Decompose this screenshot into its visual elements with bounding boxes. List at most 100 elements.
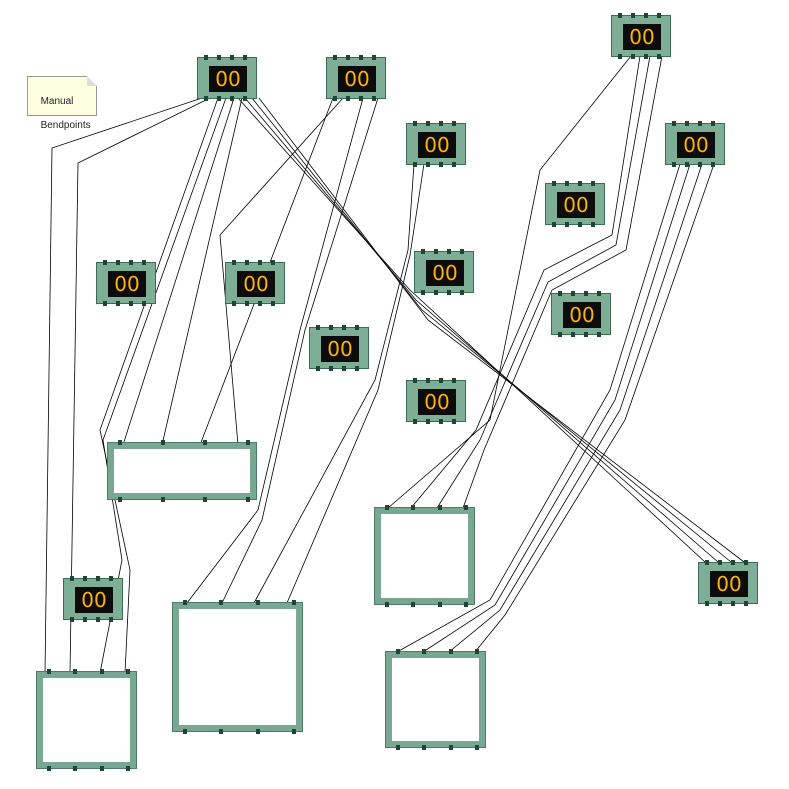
pin-bottom[interactable]: [329, 366, 333, 371]
pin-top[interactable]: [460, 249, 464, 254]
pin-top[interactable]: [452, 121, 456, 126]
pin-bottom[interactable]: [705, 601, 709, 606]
pin-top[interactable]: [685, 121, 689, 126]
pin-top[interactable]: [359, 55, 363, 60]
box-left-middle[interactable]: [107, 440, 257, 502]
pin-bottom[interactable]: [452, 162, 456, 167]
pin-bottom[interactable]: [372, 96, 376, 101]
wire-15[interactable]: [286, 163, 425, 604]
pin-top[interactable]: [439, 378, 443, 383]
pin-bottom[interactable]: [685, 162, 689, 167]
pin-bottom[interactable]: [657, 54, 661, 59]
pin-top[interactable]: [631, 13, 635, 18]
box-pin-top[interactable]: [246, 440, 250, 445]
box-pin-bottom[interactable]: [160, 497, 165, 502]
pin-bottom[interactable]: [439, 162, 443, 167]
chip-middle-right[interactable]: 00: [545, 181, 605, 227]
pin-bottom[interactable]: [631, 54, 635, 59]
pin-top[interactable]: [217, 55, 221, 60]
pin-top[interactable]: [372, 55, 376, 60]
pin-top[interactable]: [109, 576, 113, 581]
wire-6[interactable]: [237, 97, 706, 563]
pin-bottom[interactable]: [597, 332, 601, 337]
box-pin-bottom[interactable]: [219, 729, 224, 734]
pin-top[interactable]: [96, 576, 100, 581]
wire-13[interactable]: [221, 97, 379, 604]
pin-bottom[interactable]: [230, 96, 234, 101]
pin-top[interactable]: [558, 291, 562, 296]
pin-bottom[interactable]: [460, 290, 464, 295]
pin-top[interactable]: [271, 260, 275, 265]
pin-top[interactable]: [316, 325, 320, 330]
box-pin-bottom[interactable]: [292, 729, 296, 734]
pin-bottom[interactable]: [96, 617, 100, 622]
box-pin-bottom[interactable]: [99, 766, 104, 771]
wire-21[interactable]: [422, 163, 691, 653]
pin-top[interactable]: [103, 260, 107, 265]
box-pin-bottom[interactable]: [118, 497, 122, 502]
box-pin-bottom[interactable]: [73, 766, 78, 771]
pin-bottom[interactable]: [578, 222, 582, 227]
pin-bottom[interactable]: [698, 162, 702, 167]
pin-bottom[interactable]: [83, 617, 87, 622]
pin-top[interactable]: [342, 325, 346, 330]
wire-2[interactable]: [99, 97, 219, 674]
pin-bottom[interactable]: [258, 301, 262, 306]
wire-16[interactable]: [387, 55, 632, 509]
pin-top[interactable]: [571, 291, 575, 296]
pin-bottom[interactable]: [346, 96, 350, 101]
pin-top[interactable]: [204, 55, 208, 60]
pin-bottom[interactable]: [426, 162, 430, 167]
box-pin-top[interactable]: [99, 669, 104, 674]
pin-top[interactable]: [618, 13, 622, 18]
pin-top[interactable]: [584, 291, 588, 296]
box-pin-top[interactable]: [385, 505, 389, 510]
pin-top[interactable]: [258, 260, 262, 265]
wire-5[interactable]: [161, 97, 243, 446]
box-pin-top[interactable]: [73, 669, 78, 674]
box-pin-top[interactable]: [411, 505, 416, 510]
pin-top[interactable]: [434, 249, 438, 254]
pin-top[interactable]: [232, 260, 236, 265]
pin-top[interactable]: [116, 260, 120, 265]
pin-bottom[interactable]: [116, 301, 120, 306]
box-pin-bottom[interactable]: [203, 497, 208, 502]
pin-top[interactable]: [83, 576, 87, 581]
pin-top[interactable]: [421, 249, 425, 254]
pin-bottom[interactable]: [217, 96, 221, 101]
chip-right-upper[interactable]: 00: [665, 121, 725, 167]
chip-center[interactable]: 00: [414, 249, 474, 295]
wire-11[interactable]: [219, 97, 344, 446]
box-bottom-center[interactable]: [172, 600, 303, 734]
pin-top[interactable]: [245, 260, 249, 265]
box-pin-bottom[interactable]: [475, 745, 479, 750]
box-pin-bottom[interactable]: [396, 745, 400, 750]
chip-left-middle[interactable]: 00: [96, 260, 156, 306]
chip-upper-middle[interactable]: 00: [406, 121, 466, 167]
pin-top[interactable]: [426, 121, 430, 126]
wire-22[interactable]: [448, 163, 703, 653]
box-pin-bottom[interactable]: [411, 602, 416, 607]
box-pin-top[interactable]: [448, 649, 453, 654]
pin-bottom[interactable]: [591, 222, 595, 227]
pin-top[interactable]: [698, 121, 702, 126]
pin-top[interactable]: [447, 249, 451, 254]
wire-17[interactable]: [410, 55, 641, 509]
pin-top[interactable]: [597, 291, 601, 296]
pin-bottom[interactable]: [109, 617, 113, 622]
pin-bottom[interactable]: [232, 301, 236, 306]
box-pin-bottom[interactable]: [246, 497, 250, 502]
wire-12[interactable]: [186, 97, 364, 604]
box-bottom-left[interactable]: [36, 669, 137, 771]
pin-top[interactable]: [731, 560, 735, 565]
wire-1[interactable]: [69, 97, 211, 674]
pin-top[interactable]: [230, 55, 234, 60]
box-pin-top[interactable]: [255, 600, 260, 605]
wire-0[interactable]: [44, 97, 203, 674]
box-pin-top[interactable]: [47, 669, 51, 674]
chip-bottom-left[interactable]: 00: [63, 576, 123, 622]
pin-bottom[interactable]: [711, 162, 715, 167]
box-pin-bottom[interactable]: [126, 766, 130, 771]
box-pin-bottom[interactable]: [437, 602, 442, 607]
pin-bottom[interactable]: [452, 419, 456, 424]
